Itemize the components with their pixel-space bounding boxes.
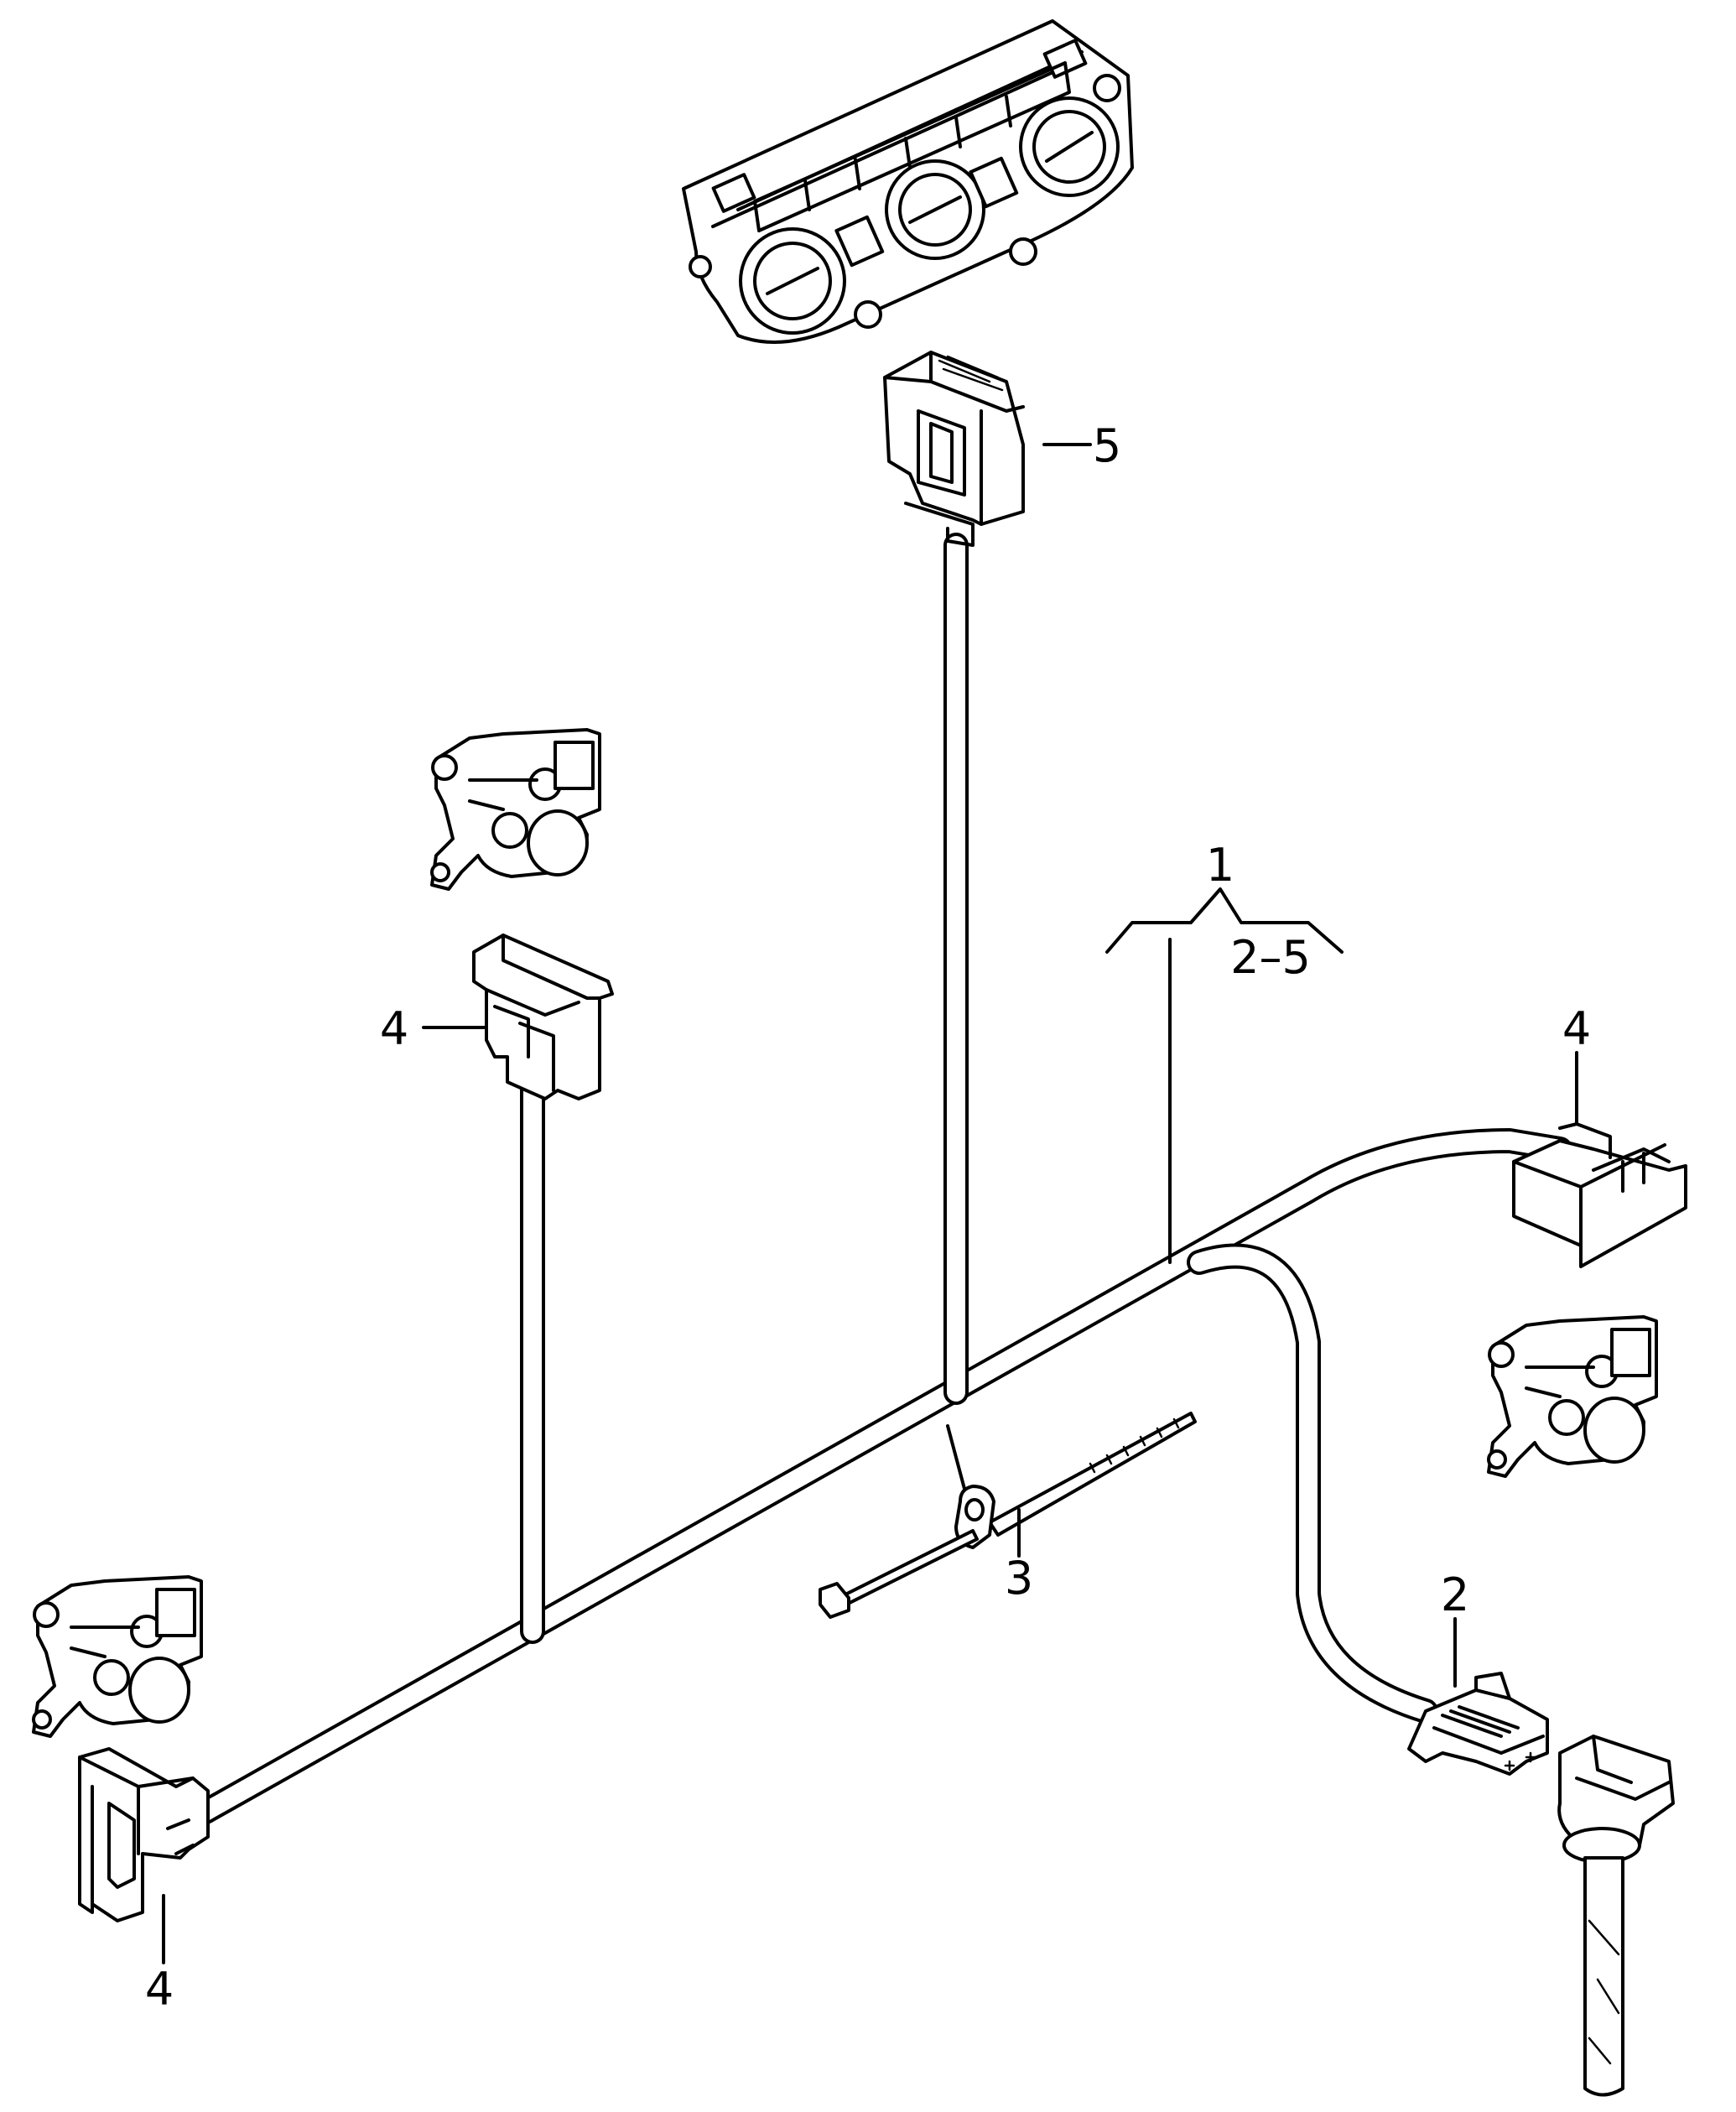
callout-2: 2 <box>1441 1568 1469 1621</box>
temperature-sensor-icon <box>1557 1735 1675 2097</box>
connector-housing-icon <box>883 351 1025 547</box>
callout-3: 3 <box>1005 1552 1033 1605</box>
connector-housing-icon <box>1407 1672 1549 1776</box>
connector-housing-icon <box>472 934 614 1100</box>
connector-housing-icon <box>1512 1122 1687 1268</box>
callout-4-bottom: 4 <box>145 1963 174 2016</box>
servo-motor-icon <box>32 1575 203 1738</box>
callout-leaders <box>162 443 1578 1964</box>
callout-4-right: 4 <box>1562 1002 1591 1055</box>
callout-range: 2–5 <box>1230 931 1311 984</box>
cable-tie-icon <box>819 1412 1197 1619</box>
climate-control-panel-icon <box>682 19 1134 344</box>
servo-motor-icon <box>430 728 601 891</box>
servo-motor-icon <box>1487 1315 1658 1478</box>
callout-4-left: 4 <box>380 1002 408 1055</box>
connector-housing-icon <box>78 1747 210 1922</box>
callout-5: 5 <box>1093 419 1121 472</box>
callout-1: 1 <box>1206 839 1234 892</box>
wiring-harness <box>193 533 1572 1824</box>
